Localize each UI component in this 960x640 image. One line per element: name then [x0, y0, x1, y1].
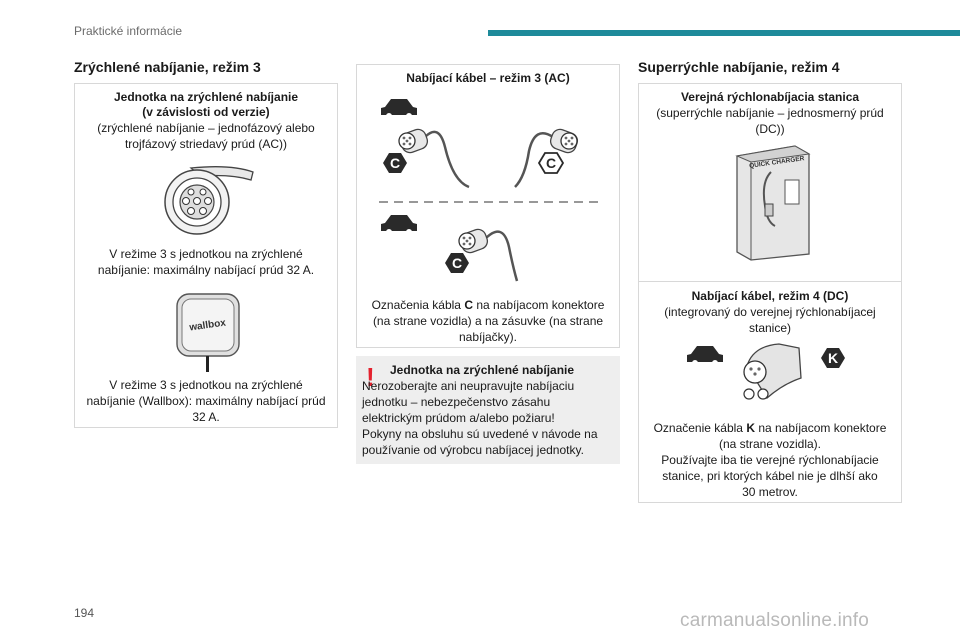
box-subtitle-line1: (zrýchlené nabíjanie – jednofázový alebo: [97, 121, 315, 135]
wallbox-caption-line1: V režime 3 s jednotkou na zrýchlené: [109, 378, 303, 392]
car-icon: [687, 346, 723, 366]
page-number: 194: [74, 606, 95, 620]
socket-caption-line1: V režime 3 s jednotkou na zrýchlené: [109, 247, 303, 261]
svg-text:C: C: [546, 155, 556, 171]
wallbox-illustration: wallbox: [176, 293, 240, 372]
cable-badge-k: [821, 348, 845, 368]
warning-box: ! Jednotka na zrýchlené nabíjanie Nerozo…: [356, 356, 620, 464]
cable-mode3-caption-line1: Označenia kábla C na nabíjacom konektore: [371, 298, 605, 312]
svg-text:K: K: [828, 350, 838, 366]
header-accent-bar: [488, 30, 960, 36]
cable-mode3-illustration: C C C: [379, 99, 603, 282]
left-heading: Zrýchlené nabíjanie, režim 3: [74, 59, 261, 75]
section-title: Praktické informácie: [74, 24, 183, 38]
right-heading: Superrýchle nabíjanie, režim 4: [638, 59, 840, 75]
rapid-charging-box: Verejná rýchlonabíjacia stanica (superrý…: [638, 83, 902, 503]
warning-title: Jednotka na zrýchlené nabíjanie: [390, 363, 575, 377]
socket-caption-line2: nabíjanie: maximálny nabíjací prúd 32 A.: [97, 263, 315, 277]
cable-badge-c-right: [537, 152, 565, 174]
warning-line2: jednotku – nebezpečenstvo zásahu: [362, 395, 551, 409]
box-title-line2: (v závislosti od verzie): [142, 105, 270, 119]
cable-mode4-caption-line2: (na strane vozidla).: [718, 437, 822, 451]
cable-mode4-caption-line3: Používajte iba tie verejné rýchlonabíjac…: [661, 453, 879, 467]
cable-mode4-caption-line4: stanice, pri ktorých kábel nie je dlhší …: [662, 469, 878, 483]
cable-mode4-title: Nabíjací kábel, režim 4 (DC): [691, 289, 849, 303]
wallbox-caption-line2: nabíjanie (Wallbox): maximálny nabíjací …: [86, 394, 326, 408]
cable-mode3-box: Nabíjací kábel – režim 3 (AC) C C: [356, 64, 620, 348]
warning-line1: Nerozoberajte ani neupravujte nabíjaciu: [362, 379, 575, 393]
station-subtitle-line1: (superrýchle nabíjanie – jednosmerný prú…: [656, 106, 884, 120]
wallbox-logo-text: wallbox: [188, 317, 227, 333]
warning-line3: elektrickým prúdom a/alebo požiaru!: [362, 411, 555, 425]
cable-mode4-illustration: K: [687, 343, 845, 400]
cable-mode4-subtitle-line1: (integrovaný do verejnej rýchlonabíjacej: [664, 305, 876, 319]
cable-mode3-title: Nabíjací kábel – režim 3 (AC): [406, 71, 570, 85]
box-divider: [639, 281, 901, 282]
cable-mode3-caption-line2: (na strane vozidla) a na zásuvke (na str…: [372, 314, 604, 328]
type2-socket-illustration: [164, 166, 254, 235]
svg-text:C: C: [452, 255, 462, 271]
box-subtitle-line2: trojfázový striedavý prúd (AC)): [124, 137, 288, 151]
fast-charging-unit-box: Jednotka na zrýchlené nabíjanie (v závis…: [74, 83, 338, 428]
car-icon: [381, 99, 417, 119]
cable-mode3-caption-line3: nabíjačky).: [458, 330, 518, 344]
cable-mode4-caption-line5: 30 metrov.: [742, 485, 798, 499]
svg-text:C: C: [390, 155, 400, 171]
station-title: Verejná rýchlonabíjacia stanica: [680, 90, 860, 104]
box-title-line1: Jednotka na zrýchlené nabíjanie: [113, 90, 299, 104]
wallbox-caption-line3: 32 A.: [192, 410, 220, 424]
station-subtitle-line2: (DC)): [755, 122, 785, 136]
warning-exclamation-icon: !: [366, 362, 375, 392]
warning-line5: používanie od výrobcu nabíjacej jednotky…: [362, 443, 584, 457]
cable-mode4-caption-line1: Označenie kábla K na nabíjacom konektore: [653, 421, 887, 435]
cable-badge-c-bottom: [445, 253, 469, 273]
warning-line4: Pokyny na obsluhu sú uvedené v návode na: [362, 427, 598, 441]
watermark: carmanualsonline.info: [680, 610, 870, 631]
cable-badge-c-left: [383, 153, 407, 173]
cable-mode4-subtitle-line2: stanice): [748, 321, 792, 335]
quick-charger-station-illustration: QUICK CHARGER: [735, 145, 811, 261]
